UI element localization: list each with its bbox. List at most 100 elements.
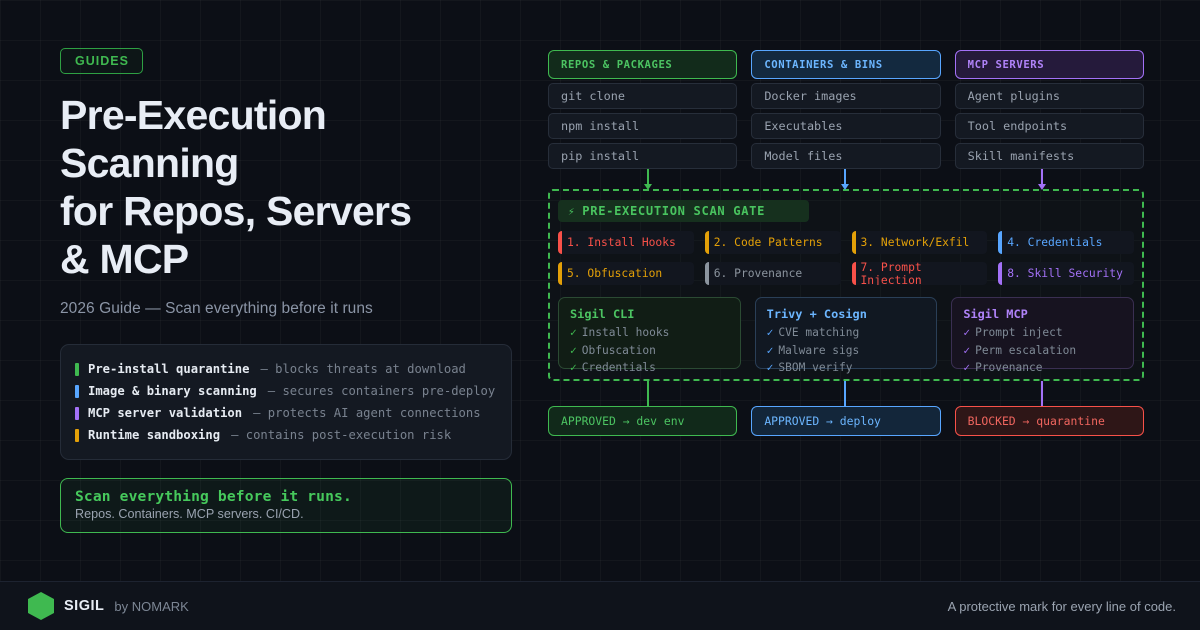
feature-row: Runtime sandboxing — contains post-execu… <box>75 424 495 446</box>
source-columns: REPOS & PACKAGES git clone npm install p… <box>548 50 1144 169</box>
outcome-approved-dev: APPROVED → dev env <box>548 406 738 436</box>
page-subtitle: 2026 Guide — Scan everything before it r… <box>60 300 373 317</box>
check-icon: ✓ <box>963 343 971 357</box>
feature-label: MCP server validation <box>88 406 243 420</box>
connector-line <box>1041 381 1043 406</box>
feature-label: Pre-install quarantine <box>88 362 250 376</box>
source-item: Tool endpoints <box>954 113 1144 139</box>
tool-title: Trivy + Cosign <box>766 307 867 321</box>
scan-check-item: 4. Credentials <box>998 231 1134 254</box>
scan-check-item: 6. Provenance <box>704 262 841 285</box>
check-icon: ✓ <box>963 326 971 339</box>
feature-row: Image & binary scanning — secures contai… <box>75 380 495 402</box>
outcomes-row: APPROVED → dev env APPROVED → deploy BLO… <box>548 406 1144 436</box>
tool-feature-line: ✓ Prompt inject <box>963 324 1122 342</box>
page-title-line-3: & MCP <box>60 236 189 282</box>
scan-check-item: 1. Install Hooks <box>558 231 694 254</box>
features-card: Pre-install quarantine — blocks threats … <box>60 344 512 460</box>
gate-title: PRE-EXECUTION SCAN GATE <box>582 204 766 218</box>
feature-accent-bar <box>75 362 79 376</box>
guides-badge: GUIDES <box>60 48 143 74</box>
callout-title: Scan everything before it runs. <box>75 488 352 505</box>
page-title-line-2: for Repos, Servers <box>60 188 412 234</box>
feature-accent-bar <box>75 384 79 398</box>
brand-attribution: by NOMARK <box>114 598 189 614</box>
scan-check-label: 6. Provenance <box>713 267 803 280</box>
tool-feature-label: Credentials <box>581 361 656 374</box>
tool-feature-line: ✓Obfuscation <box>570 342 729 360</box>
scan-checks-grid: 1. Install Hooks 2. Code Patterns 3. Net… <box>558 231 1134 285</box>
feature-accent-bar <box>75 428 79 442</box>
scan-check-label: 4. Credentials <box>1007 236 1103 249</box>
tool-feature-label: Provenance <box>975 361 1043 374</box>
feature-desc: — contains post-execution risk <box>231 428 452 442</box>
footer-tagline: A protective mark for every line of code… <box>947 598 1176 614</box>
tool-feature-label: Prompt inject <box>975 326 1063 339</box>
scan-check-label: 1. Install Hooks <box>567 236 676 249</box>
footer-brand: SIGIL by NOMARK <box>28 592 189 620</box>
tool-feature-line: ✓ Perm escalation <box>963 342 1122 360</box>
source-item: pip install <box>548 143 738 169</box>
scan-check-item: 7. Prompt Injection <box>851 262 988 285</box>
check-icon: ✓ <box>570 326 577 339</box>
scan-check-item: 2. Code Patterns <box>704 231 841 254</box>
tool-cards-row: Sigil CLI ✓ Install hooks ✓Obfuscation ✓ C… <box>558 297 1134 374</box>
scan-check-item: 8. Skill Security <box>998 262 1134 285</box>
tool-feature-line: ✓ Credentials <box>570 359 729 377</box>
gate-title-pill: ⚡ PRE-EXECUTION SCAN GATE <box>558 200 809 222</box>
scan-check-label: 8. Skill Security <box>1007 267 1123 280</box>
tool-card-trivy-cosign: Trivy + Cosign ✓ CVE matching ✓ Malware si… <box>754 297 938 374</box>
hero-section: GUIDES Pre-Execution Scanning for Repos,… <box>60 48 512 533</box>
check-icon: ✓ <box>766 361 774 374</box>
tool-feature-line: ✓ Install hooks <box>570 324 729 342</box>
feature-row: Pre-install quarantine — blocks threats … <box>75 358 495 380</box>
flow-arrows-into-gate <box>548 169 1144 190</box>
page-title: Pre-Execution Scanning for Repos, Server… <box>60 91 512 283</box>
tool-card-sigil-mcp: Sigil MCP ✓Prompt inject ✓Perm escalatio… <box>951 297 1134 374</box>
feature-label: Image & binary scanning <box>88 384 257 398</box>
tool-card-sigil-cli: Sigil CLI ✓ Install hooks ✓Obfuscation ✓ C… <box>558 297 741 374</box>
feature-row: MCP server validation — protects AI agen… <box>75 402 495 424</box>
callout-subtitle: Repos. Containers. MCP servers. CI/CD. <box>75 507 304 521</box>
source-item: Agent plugins <box>954 83 1144 109</box>
source-item: Docker images <box>751 83 941 109</box>
source-item: Skill manifests <box>954 143 1144 169</box>
source-column-mcp: MCP SERVERS Agent plugins Tool endpoints… <box>954 50 1144 169</box>
scan-check-label: 3. Network/Exfil <box>860 236 970 249</box>
tool-feature-line: ✓ Malware sigs <box>767 342 926 360</box>
tool-feature-label: Install hooks <box>581 326 670 339</box>
pre-execution-scan-gate: ⚡ PRE-EXECUTION SCAN GATE 1. Install Hoo… <box>548 189 1144 381</box>
arrow-down-icon <box>1038 169 1046 190</box>
scan-check-label: 7. Prompt Injection <box>860 262 922 285</box>
source-header: MCP SERVERS <box>954 50 1144 79</box>
tool-feature-label: Perm escalation <box>975 343 1077 357</box>
scan-check-item: 5. Obfuscation <box>558 262 694 285</box>
check-icon: ✓ <box>570 343 577 357</box>
source-column-repos: REPOS & PACKAGES git clone npm install p… <box>548 50 738 169</box>
feature-desc: — protects AI agent connections <box>253 406 481 420</box>
feature-desc: — secures containers pre-deploy <box>267 384 496 398</box>
source-item: Executables <box>751 113 941 139</box>
tool-feature-line: ✓ SBOM verify <box>767 359 926 377</box>
connector-line <box>647 381 649 406</box>
check-icon: ✓ <box>766 326 774 339</box>
check-icon: ✓ <box>766 343 774 357</box>
tool-title: Sigil CLI <box>570 307 635 321</box>
page-title-line-1: Pre-Execution Scanning <box>60 92 327 186</box>
arrow-down-icon <box>644 169 652 190</box>
check-icon: ✓ <box>963 361 971 374</box>
tool-feature-line: ✓ Provenance <box>963 359 1122 377</box>
check-icon: ✓ <box>570 361 577 374</box>
outcome-approved-deploy: APPROVED → deploy <box>751 406 941 436</box>
arrow-down-icon <box>841 169 849 190</box>
source-item: npm install <box>548 113 738 139</box>
source-header: REPOS & PACKAGES <box>548 50 738 79</box>
lightning-bolt-icon: ⚡ <box>568 204 576 218</box>
connector-line <box>844 381 846 406</box>
tool-feature-label: CVE matching <box>778 326 860 339</box>
source-item: Model files <box>751 143 941 169</box>
source-item: git clone <box>548 83 738 109</box>
tool-feature-label: SBOM verify <box>778 361 853 374</box>
tool-feature-label: Malware sigs <box>778 343 860 357</box>
